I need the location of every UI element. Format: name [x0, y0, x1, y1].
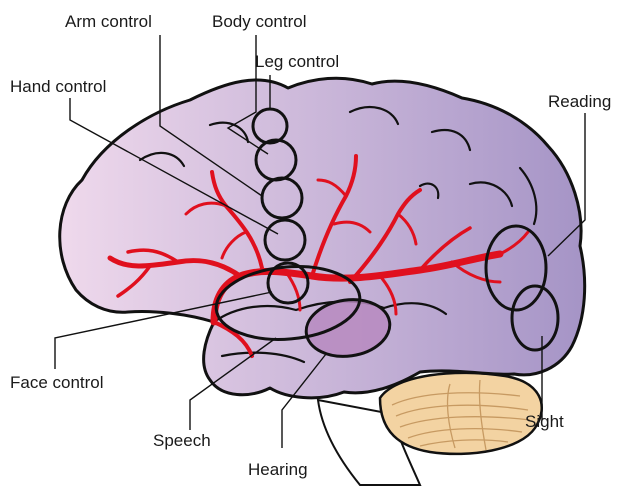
label-arm-control: Arm control: [65, 12, 152, 31]
cerebellum: [380, 373, 542, 454]
label-hearing: Hearing: [248, 460, 308, 479]
label-face-control: Face control: [10, 373, 104, 392]
label-speech: Speech: [153, 431, 211, 450]
label-leg-control: Leg control: [255, 52, 339, 71]
label-reading: Reading: [548, 92, 611, 111]
label-body-control: Body control: [212, 12, 307, 31]
label-sight: Sight: [525, 412, 564, 431]
label-hand-control: Hand control: [10, 77, 106, 96]
